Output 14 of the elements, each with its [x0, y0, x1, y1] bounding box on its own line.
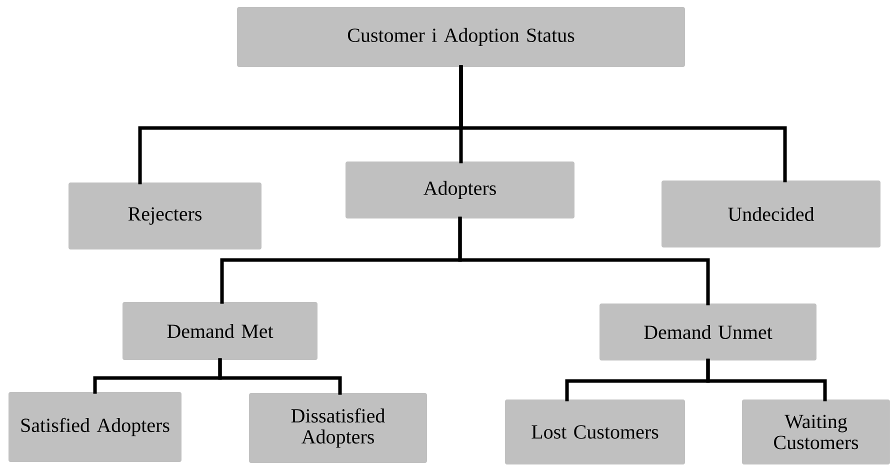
category-box: Demand Unmet	[600, 304, 816, 360]
category-box: Dissatisfied Adopters	[249, 393, 427, 463]
category-box: Undecided	[662, 180, 880, 248]
connector-line	[218, 358, 342, 395]
category-box: Demand Met	[122, 302, 318, 360]
category-box: Customer i Adoption Status	[237, 7, 685, 67]
category-box: Rejecters	[68, 182, 262, 250]
category-box: Satisfied Adopters	[8, 392, 182, 462]
connector-line	[459, 65, 787, 182]
connector-line	[458, 216, 710, 306]
category-box: Adopters	[346, 162, 574, 218]
category-box: Waiting Customers	[742, 400, 890, 464]
connector-line	[706, 358, 827, 402]
category-box: Lost Customers	[505, 400, 685, 464]
